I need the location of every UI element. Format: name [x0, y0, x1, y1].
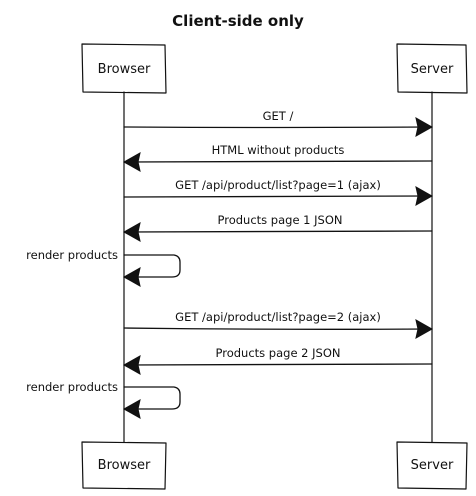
message-2: HTML without products — [122, 143, 433, 172]
message-7-arrowhead — [122, 355, 141, 375]
message-2-arrowhead — [122, 152, 141, 172]
message-4-label: Products page 1 JSON — [217, 213, 342, 227]
message-6-arrowhead — [415, 319, 434, 339]
browser-label-bottom: Browser — [98, 458, 151, 473]
browser-participant-top: Browser — [81, 43, 167, 94]
server-participant-top: Server — [396, 43, 468, 94]
server-label-top: Server — [411, 62, 454, 77]
message-3-arrowhead — [415, 186, 434, 206]
server-label-bottom: Server — [411, 458, 454, 473]
browser-label-top: Browser — [98, 62, 151, 77]
message-6: GET /api/product/list?page=2 (ajax) — [123, 310, 434, 339]
message-7: Products page 2 JSON — [122, 346, 433, 375]
message-4-arrowhead — [122, 222, 141, 242]
message-8-self: render products — [26, 380, 181, 419]
message-7-label: Products page 2 JSON — [215, 346, 340, 360]
message-5-self: render products — [26, 248, 181, 287]
message-5-arrowhead — [122, 267, 141, 287]
message-3: GET /api/product/list?page=1 (ajax) — [123, 178, 434, 206]
message-1-label: GET / — [263, 109, 294, 123]
browser-participant-bottom: Browser — [81, 441, 167, 490]
message-5-label: render products — [26, 248, 118, 262]
message-3-label: GET /api/product/list?page=1 (ajax) — [175, 178, 381, 192]
message-2-label: HTML without products — [212, 143, 345, 157]
message-8-label: render products — [26, 380, 118, 394]
message-4: Products page 1 JSON — [122, 213, 433, 242]
diagram-title: Client-side only — [172, 12, 304, 30]
message-1-arrowhead — [415, 117, 434, 137]
message-8-arrowhead — [122, 399, 141, 419]
message-6-label: GET /api/product/list?page=2 (ajax) — [175, 310, 381, 324]
server-participant-bottom: Server — [396, 441, 468, 490]
message-1: GET / — [123, 109, 434, 137]
